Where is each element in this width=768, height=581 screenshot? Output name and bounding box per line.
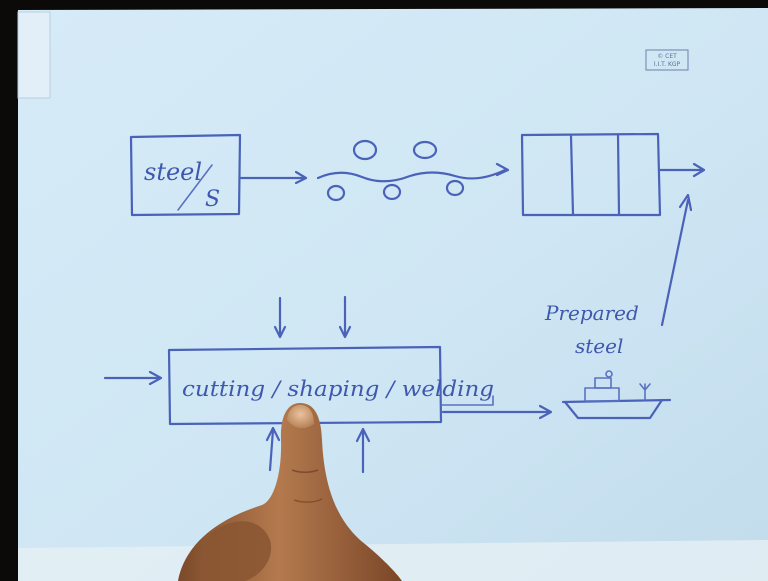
arrow-process-to-ship bbox=[441, 404, 553, 420]
paper-sheet bbox=[18, 8, 768, 581]
arrow-steel-to-conveyor bbox=[239, 170, 308, 185]
steel-label: steel bbox=[144, 158, 202, 186]
paper-corner-tab bbox=[17, 11, 51, 99]
fingernail bbox=[287, 404, 314, 429]
left-input-arrow bbox=[103, 370, 163, 386]
input-arrows-bottom bbox=[265, 426, 371, 474]
steel-input-box: steel S bbox=[129, 133, 242, 217]
knuckle bbox=[199, 521, 272, 581]
three-compartment-unit bbox=[520, 132, 662, 217]
cutting-shaping-welding-box: cutting / shaping / welding bbox=[167, 345, 494, 426]
prepared-label: Prepared bbox=[544, 301, 639, 325]
process-label: cutting / shaping / welding bbox=[182, 377, 494, 401]
stamp-line-1: © CET bbox=[657, 53, 677, 60]
input-arrows-top bbox=[273, 295, 352, 339]
copyright-stamp: © CET I.I.T. KGP bbox=[645, 49, 689, 71]
return-arrow bbox=[660, 193, 693, 327]
stamp-line-2: I.I.T. KGP bbox=[654, 61, 681, 68]
steel-label-2: steel bbox=[575, 334, 623, 358]
output-arrow bbox=[658, 162, 706, 178]
pointing-hand bbox=[178, 403, 402, 581]
s-label: S bbox=[205, 187, 220, 212]
ship-sketch bbox=[561, 370, 672, 420]
roller-conveyor bbox=[316, 139, 510, 202]
